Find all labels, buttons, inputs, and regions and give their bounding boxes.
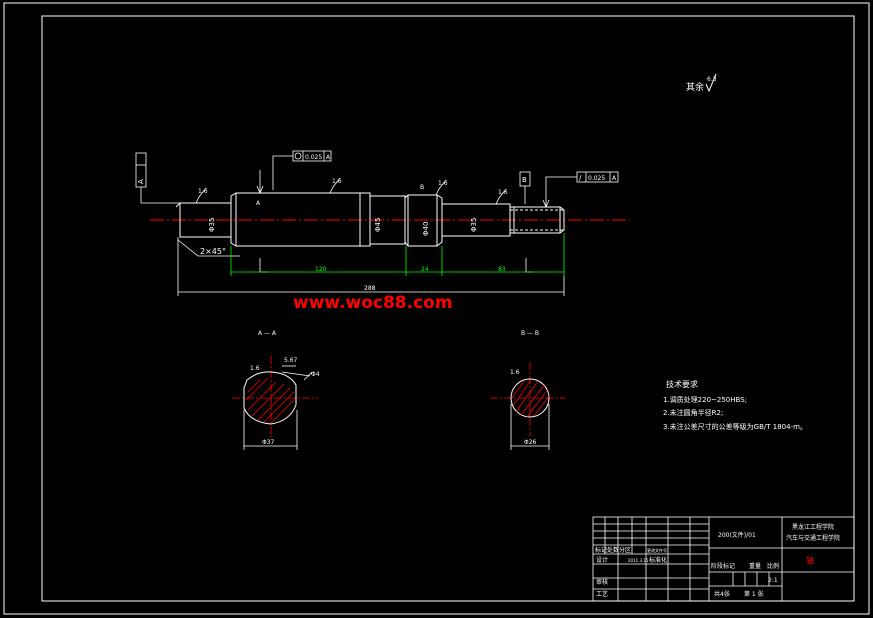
sheet-inner-border xyxy=(41,15,855,602)
dimension-lines xyxy=(230,233,565,276)
tb-part-name: 轴 xyxy=(806,555,814,565)
sheet-outer-border xyxy=(3,2,870,615)
datum-a-left-label: A xyxy=(137,179,145,184)
section-marker-b: B xyxy=(420,184,424,191)
title-block-text: 200(文件)/01 黑龙江工程学院 汽车与交通工程学院 轴 标记处数分区 更改… xyxy=(595,523,840,598)
section-a-key-depth: 5.67 xyxy=(284,357,298,364)
dimension-288: 288 xyxy=(364,285,376,292)
diameter-d4: Φ35 xyxy=(470,218,478,232)
tb-sheets-left: 共4张 xyxy=(714,590,730,598)
roughness-mark-3-value: 1.6 xyxy=(438,180,448,187)
section-a-dia: Φ37 xyxy=(262,439,275,446)
chamfer-leader xyxy=(177,239,240,257)
roughness-mark-4 xyxy=(495,188,507,205)
roughness-others-value: 6.3 xyxy=(707,76,717,83)
tolerance-frame-right xyxy=(542,171,619,209)
datum-b-label: B xyxy=(522,176,527,184)
roughness-mark-1 xyxy=(195,187,207,204)
tb-review: 审核 xyxy=(596,578,608,586)
dimension-83: 83 xyxy=(498,266,506,273)
requirement-1: 1.调质处理220~250HBS; xyxy=(663,395,747,404)
tolerance-right-symbol: / xyxy=(579,174,582,182)
section-b-title: B — B xyxy=(521,330,539,337)
roughness-others-label: 其余 xyxy=(686,81,704,93)
section-b-dia: Φ26 xyxy=(524,439,537,446)
section-a-a: A — A 5.67 Φ4 1.6 Φ37 xyxy=(232,330,320,450)
tb-org-line2: 汽车与交通工程学院 xyxy=(786,534,840,542)
title-block xyxy=(592,516,855,602)
diameter-d2: Φ45 xyxy=(374,218,382,232)
roughness-mark-2 xyxy=(329,177,341,194)
requirement-2: 2.未注圆角半径R2; xyxy=(663,408,723,417)
dimension-120: 120 xyxy=(315,266,327,273)
tb-scale: 比例 xyxy=(767,562,779,570)
requirements-title: 技术要求 xyxy=(666,379,698,389)
dimension-overall xyxy=(177,237,565,296)
roughness-mark-2-value: 1.6 xyxy=(332,178,342,185)
chamfer-label: 2×45° xyxy=(200,247,226,256)
tb-rev-header2: 更改文件号 xyxy=(647,547,667,553)
tolerance-right-value: 0.025 xyxy=(588,175,605,182)
roughness-marks xyxy=(195,177,507,205)
section-a-rough: 1.6 xyxy=(250,365,260,372)
shaft-outline xyxy=(175,192,565,247)
tb-org-line1: 黑龙江工程学院 xyxy=(792,523,834,531)
section-b-b: B — B 1.6 Φ26 xyxy=(490,330,566,450)
roughness-others: 其余 6.3 xyxy=(686,73,717,93)
dimension-24: 24 xyxy=(421,266,429,273)
tb-std: 标准化 xyxy=(649,556,667,564)
requirement-3: 3.未注公差尺寸的公差等级为GB/T 1804-m。 xyxy=(663,422,807,431)
tb-process: 工艺 xyxy=(596,590,608,598)
roughness-mark-1-value: 1.6 xyxy=(198,188,208,195)
tb-drawing-no: 200(文件)/01 xyxy=(718,531,756,539)
section-markers xyxy=(259,258,534,273)
roughness-mark-3 xyxy=(435,179,447,196)
tolerance-top-datum: A xyxy=(326,154,331,161)
tb-weight: 重量 xyxy=(749,562,761,570)
tolerance-frame-top xyxy=(256,150,332,195)
section-a-title: A — A xyxy=(258,330,277,337)
tb-sheets-right: 第 1 张 xyxy=(744,590,764,598)
diameter-d1: Φ35 xyxy=(208,218,216,232)
diameter-labels: Φ35 Φ45 Φ40 Φ35 xyxy=(208,218,478,236)
section-a-leader: Φ4 xyxy=(311,371,320,378)
section-b-rough: 1.6 xyxy=(510,369,520,376)
watermark: www.woc88.com xyxy=(293,293,453,313)
tb-design-date: 2011.3.15 xyxy=(628,558,649,563)
tolerance-top-value: 0.025 xyxy=(305,154,322,161)
tb-scale-value: 2:1 xyxy=(768,577,778,584)
datum-a-left: A xyxy=(135,152,180,204)
tolerance-right-datum: A xyxy=(612,175,617,182)
technical-requirements: 技术要求 1.调质处理220~250HBS; 2.未注圆角半径R2; 3.未注公… xyxy=(663,379,807,431)
tb-rev-header: 标记处数分区 xyxy=(595,546,631,554)
tb-design: 设计 xyxy=(596,556,608,564)
datum-b xyxy=(519,171,531,204)
section-marker-a: A xyxy=(256,200,261,207)
diameter-d3: Φ40 xyxy=(422,222,430,236)
tb-stage: 阶段标记 xyxy=(711,562,735,570)
roughness-mark-4-value: 1.6 xyxy=(498,189,508,196)
